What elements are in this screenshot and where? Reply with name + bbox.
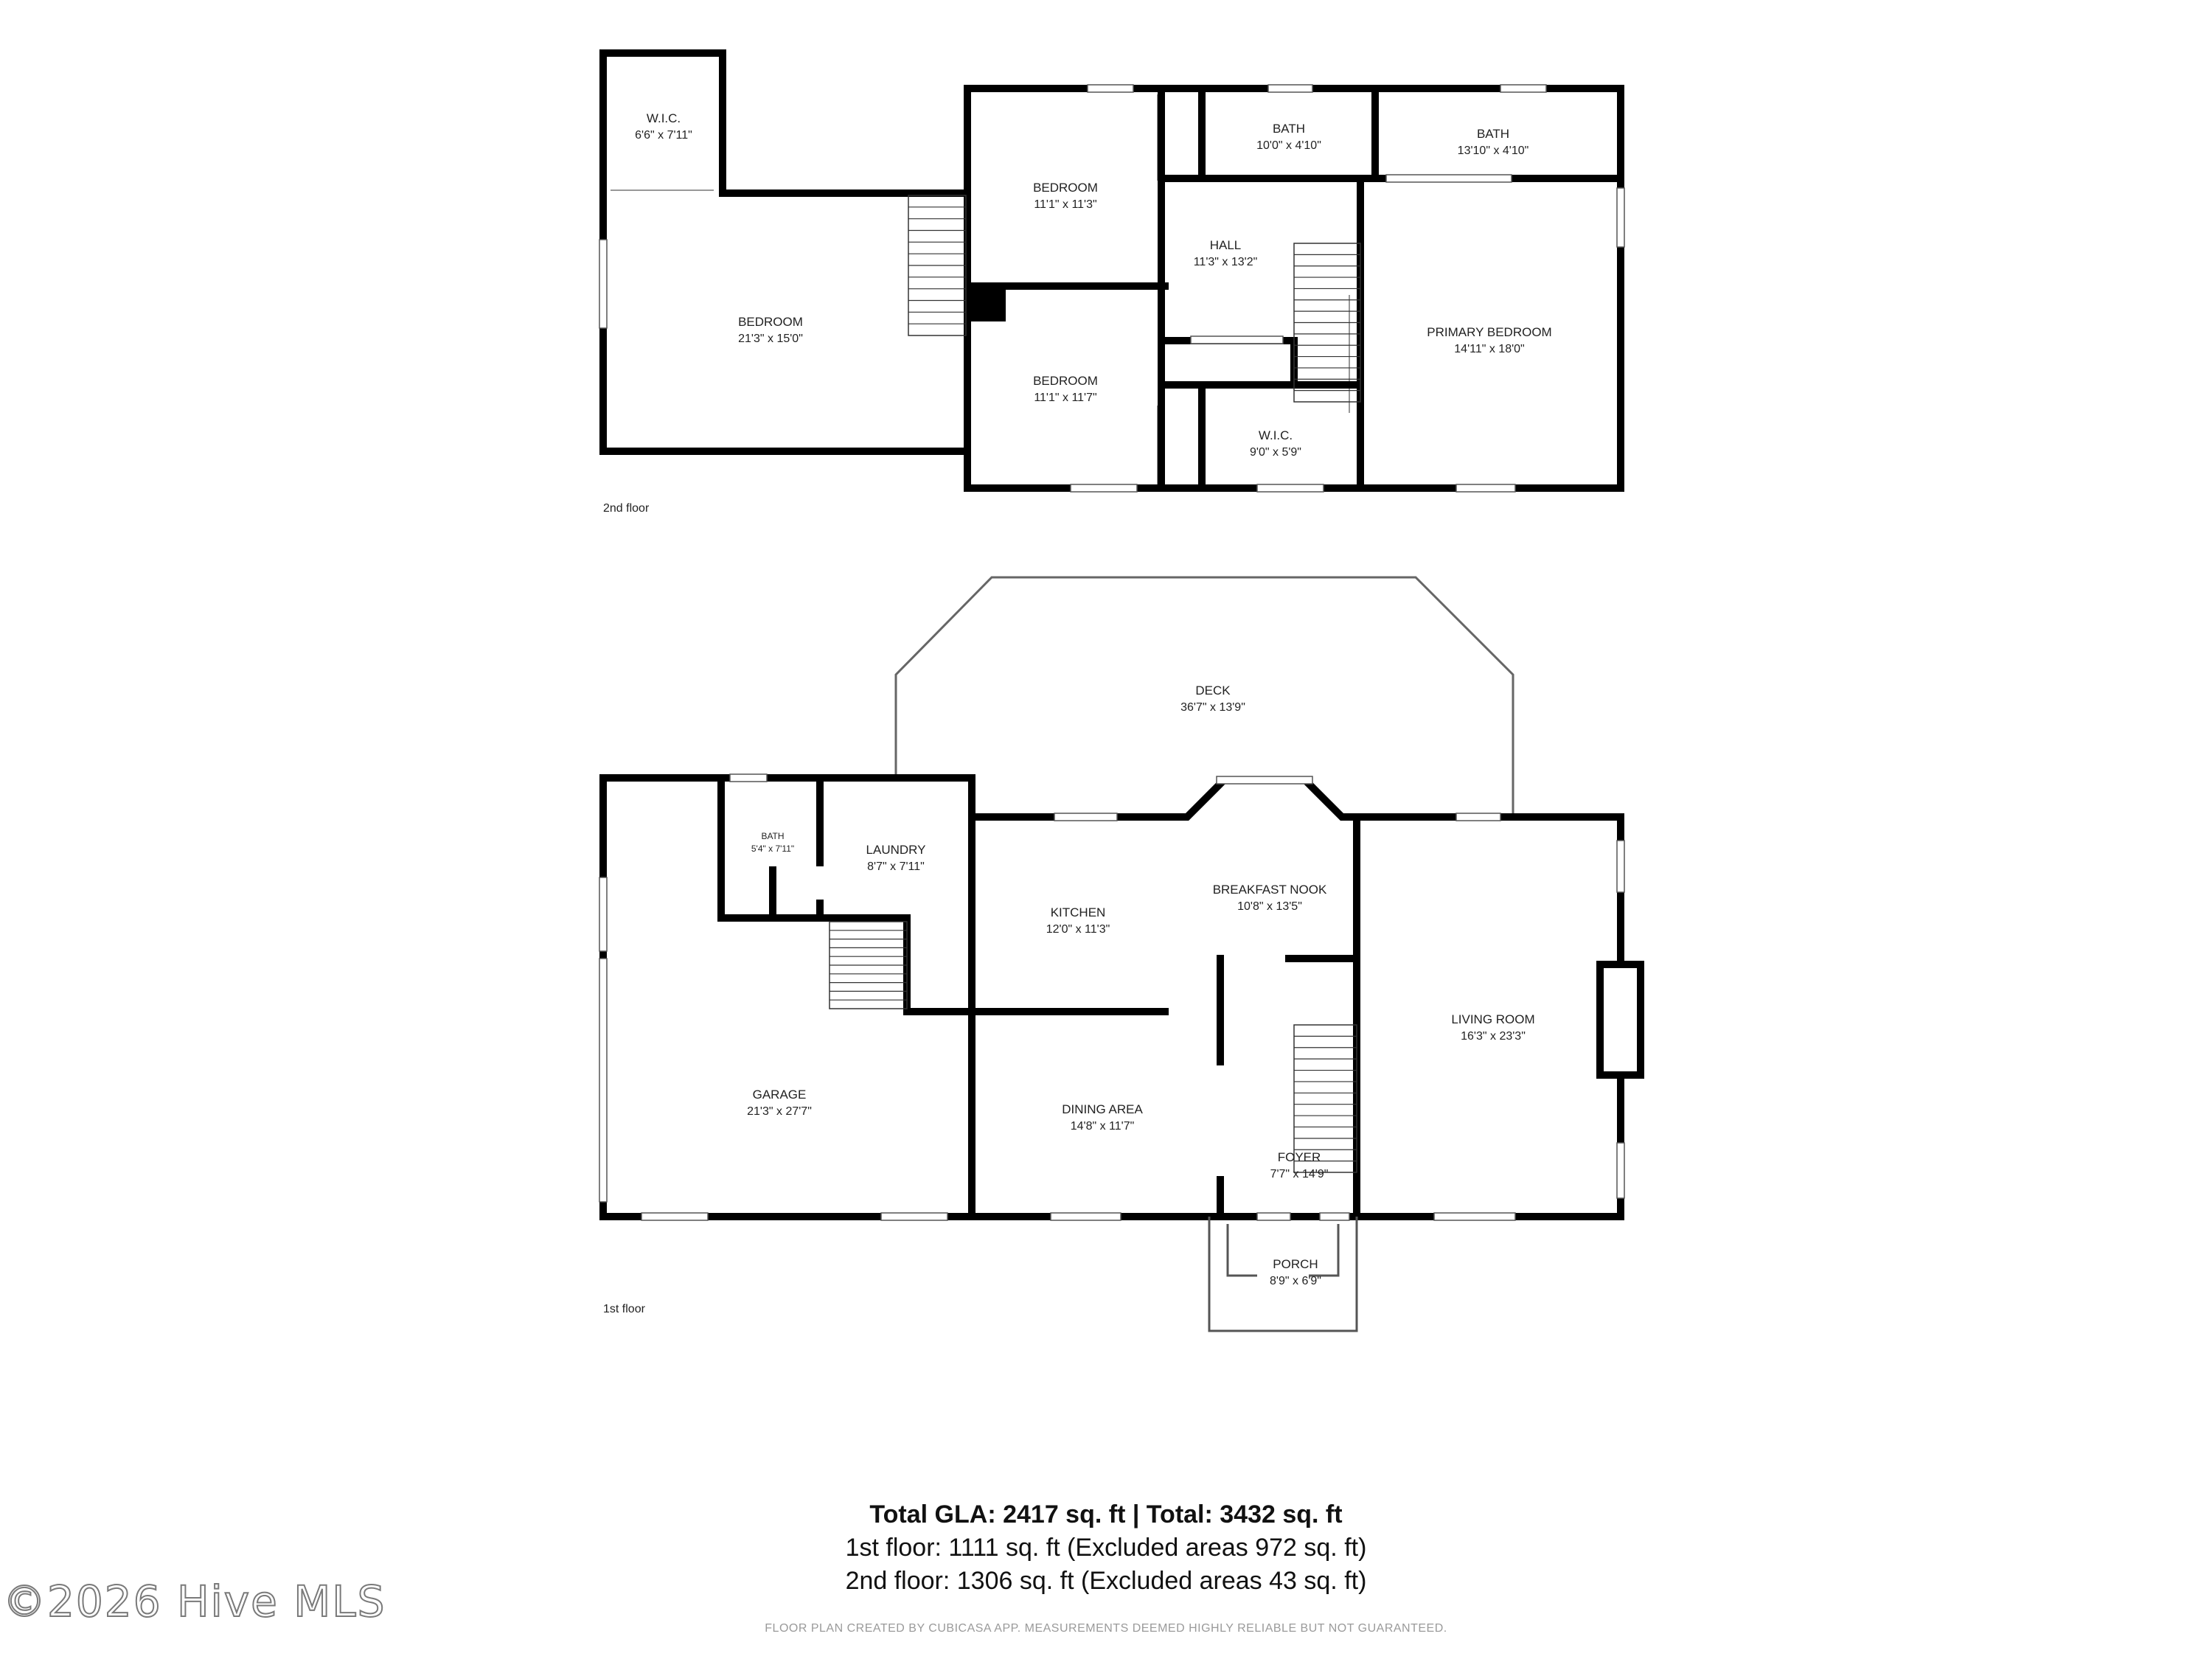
room-label-living-room: LIVING ROOM 16'3" x 23'3" — [1451, 1012, 1534, 1043]
room-label-bedroom-lower: BEDROOM 11'1" x 11'7" — [1033, 374, 1098, 404]
svg-text:DINING AREA: DINING AREA — [1062, 1102, 1143, 1116]
svg-text:21'3" x 15'0": 21'3" x 15'0" — [738, 333, 803, 345]
room-label-bath-first: BATH 5'4" x 7'11" — [751, 831, 794, 854]
svg-text:KITCHEN: KITCHEN — [1051, 905, 1106, 919]
svg-text:LAUNDRY: LAUNDRY — [866, 843, 926, 857]
fireplace — [1596, 961, 1644, 1079]
room-label-laundry: LAUNDRY 8'7" x 7'11" — [866, 843, 926, 873]
svg-text:11'1" x 11'3": 11'1" x 11'3" — [1034, 198, 1096, 211]
disclaimer: FLOOR PLAN CREATED BY CUBICASA APP. MEAS… — [765, 1622, 1447, 1635]
room-label-primary-bedroom: PRIMARY BEDROOM 14'11" x 18'0" — [1427, 325, 1551, 355]
svg-text:DECK: DECK — [1195, 684, 1231, 698]
svg-text:14'8" x 11'7": 14'8" x 11'7" — [1071, 1120, 1135, 1133]
svg-text:11'3" x 13'2": 11'3" x 13'2" — [1194, 256, 1258, 268]
summary-first-floor: 1st floor: 1111 sq. ft (Excluded areas 9… — [845, 1534, 1367, 1562]
svg-text:W.I.C.: W.I.C. — [1259, 428, 1293, 442]
svg-text:36'7" x 13'9": 36'7" x 13'9" — [1180, 701, 1245, 714]
svg-text:13'10" x 4'10": 13'10" x 4'10" — [1458, 145, 1529, 157]
summary-second-floor: 2nd floor: 1306 sq. ft (Excluded areas 4… — [845, 1567, 1367, 1595]
svg-text:16'3" x 23'3": 16'3" x 23'3" — [1461, 1030, 1526, 1043]
room-label-hall: HALL 11'3" x 13'2" — [1194, 238, 1258, 268]
svg-text:12'0" x 11'3": 12'0" x 11'3" — [1046, 923, 1110, 936]
chimney-block — [967, 286, 1006, 321]
svg-text:6'6" x 7'11": 6'6" x 7'11" — [635, 129, 692, 142]
svg-text:HALL: HALL — [1210, 238, 1242, 252]
svg-text:11'1" x 11'7": 11'1" x 11'7" — [1034, 392, 1096, 404]
room-label-bath-1: BATH 10'0" x 4'10" — [1256, 122, 1321, 152]
svg-text:BATH: BATH — [761, 831, 784, 841]
svg-text:BREAKFAST NOOK: BREAKFAST NOOK — [1213, 883, 1327, 897]
svg-text:5'4" x 7'11": 5'4" x 7'11" — [751, 844, 794, 854]
svg-text:10'8" x 13'5": 10'8" x 13'5" — [1237, 900, 1302, 913]
watermark: ©2026 Hive MLS — [2, 1576, 386, 1627]
second-floor-stairs-hall — [1293, 243, 1361, 403]
room-label-deck: DECK 36'7" x 13'9" — [1180, 684, 1245, 714]
svg-text:BEDROOM: BEDROOM — [1033, 374, 1098, 388]
room-label-bath-2: BATH 13'10" x 4'10" — [1458, 127, 1529, 157]
room-label-wic-primary: W.I.C. 9'0" x 5'9" — [1250, 428, 1301, 459]
room-label-bedroom-upper: BEDROOM 11'1" x 11'3" — [1033, 181, 1098, 211]
svg-text:BEDROOM: BEDROOM — [738, 315, 803, 329]
svg-text:PRIMARY BEDROOM: PRIMARY BEDROOM — [1427, 325, 1551, 339]
deck-outline — [894, 576, 1514, 818]
svg-text:W.I.C.: W.I.C. — [647, 111, 681, 125]
first-floor-stairs-laundry — [829, 921, 908, 1009]
floor-label-second: 2nd floor — [603, 502, 650, 515]
room-label-bedroom-large: BEDROOM 21'3" x 15'0" — [738, 315, 803, 345]
svg-text:7'7" x 14'9": 7'7" x 14'9" — [1270, 1168, 1329, 1180]
svg-text:BEDROOM: BEDROOM — [1033, 181, 1098, 195]
svg-text:21'3" x 27'7": 21'3" x 27'7" — [747, 1105, 812, 1118]
svg-text:14'11" x 18'0": 14'11" x 18'0" — [1454, 343, 1524, 355]
first-floor-stairs-foyer — [1293, 1024, 1357, 1173]
svg-text:FOYER: FOYER — [1278, 1150, 1321, 1164]
svg-text:BATH: BATH — [1477, 127, 1509, 141]
room-label-garage: GARAGE 21'3" x 27'7" — [747, 1088, 812, 1118]
first-floor-plan — [599, 576, 1644, 1332]
summary-total: Total GLA: 2417 sq. ft | Total: 3432 sq.… — [869, 1500, 1343, 1528]
room-label-wic-upper: W.I.C. 6'6" x 7'11" — [635, 111, 692, 142]
svg-text:10'0" x 4'10": 10'0" x 4'10" — [1256, 139, 1321, 152]
svg-text:BATH: BATH — [1273, 122, 1305, 136]
svg-text:PORCH: PORCH — [1273, 1257, 1318, 1271]
svg-text:8'7" x 7'11": 8'7" x 7'11" — [867, 860, 925, 873]
room-label-foyer: FOYER 7'7" x 14'9" — [1270, 1150, 1329, 1180]
room-label-kitchen: KITCHEN 12'0" x 11'3" — [1046, 905, 1110, 936]
svg-text:8'9" x 6'9": 8'9" x 6'9" — [1270, 1275, 1321, 1287]
room-label-dining-area: DINING AREA 14'8" x 11'7" — [1062, 1102, 1143, 1133]
room-label-porch: PORCH 8'9" x 6'9" — [1270, 1257, 1321, 1287]
second-floor-plan — [599, 49, 1625, 493]
room-label-breakfast-nook: BREAKFAST NOOK 10'8" x 13'5" — [1213, 883, 1327, 913]
svg-text:GARAGE: GARAGE — [753, 1088, 807, 1102]
floor-label-first: 1st floor — [603, 1303, 646, 1315]
svg-text:9'0" x 5'9": 9'0" x 5'9" — [1250, 446, 1301, 459]
second-floor-stairs-left — [908, 195, 967, 336]
svg-text:LIVING ROOM: LIVING ROOM — [1451, 1012, 1534, 1026]
